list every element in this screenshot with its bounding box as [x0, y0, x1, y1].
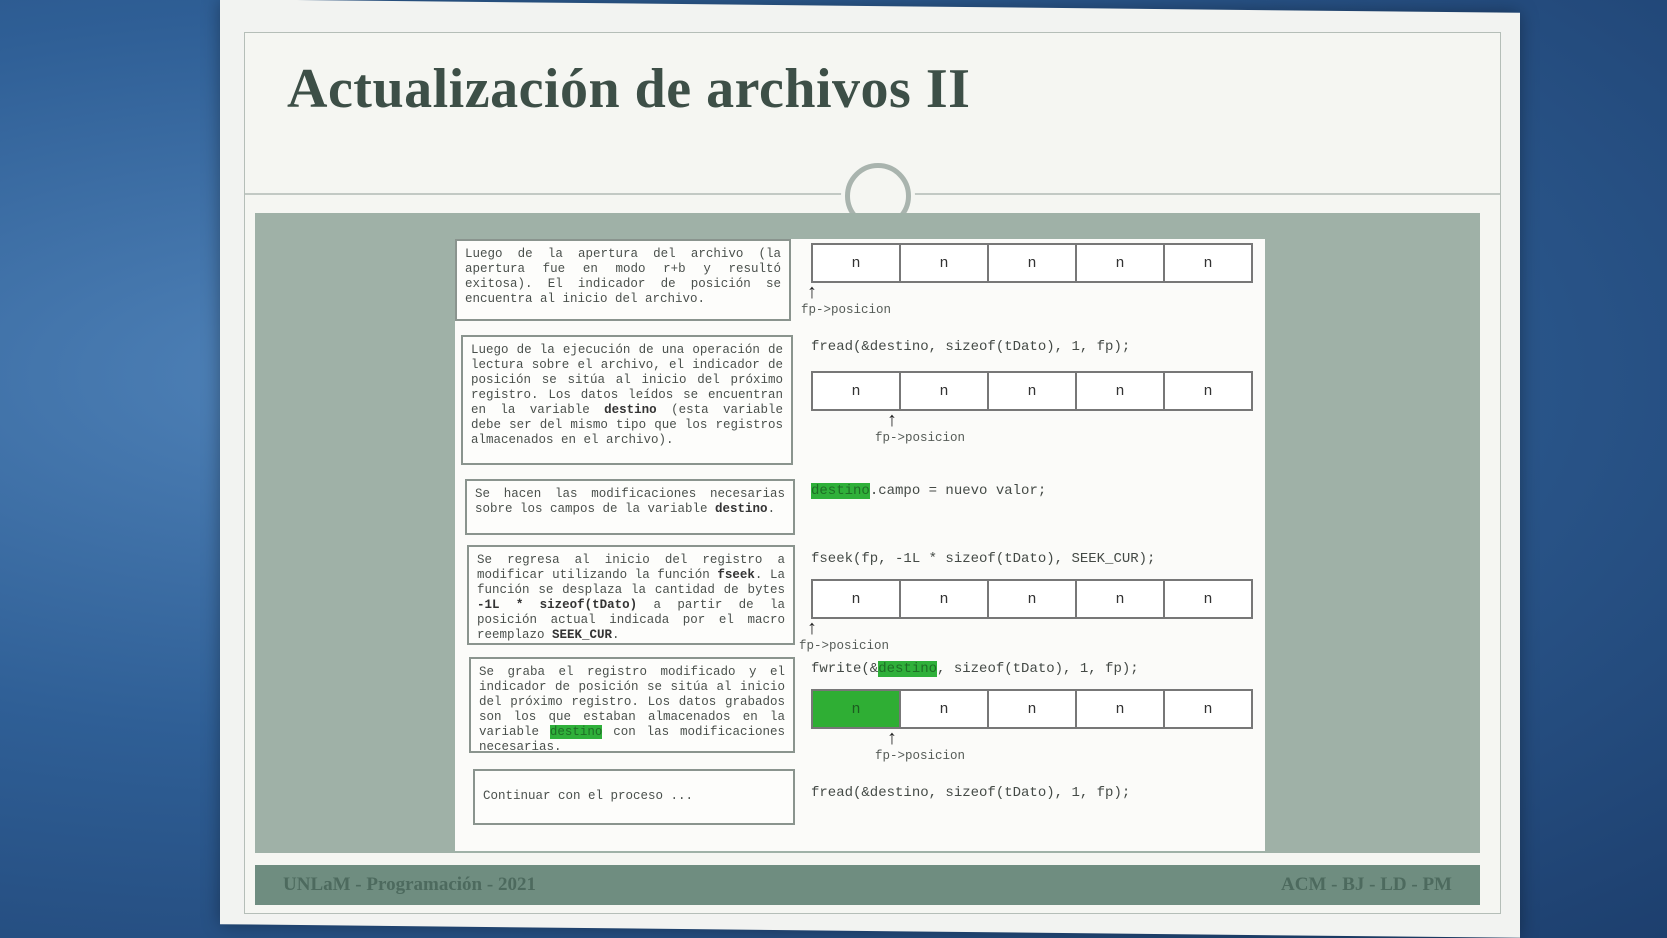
record-cell: n	[1203, 254, 1213, 272]
step-5-description: Se graba el registro modificado y el ind…	[469, 657, 795, 754]
record-cell: n	[1077, 373, 1165, 409]
record-cell: n	[989, 373, 1077, 409]
step-2-record-cells: n n n n n	[811, 371, 1253, 411]
destino-highlight: destino	[878, 661, 938, 677]
fp-position-label: fp->posicion	[799, 639, 890, 653]
position-arrow-icon: ↑	[887, 409, 897, 431]
step-5-code: fwrite(&destino, sizeof(tDato), 1, fp);	[811, 661, 1139, 677]
record-cell: n	[989, 691, 1077, 727]
step-6-code: fread(&destino, sizeof(tDato), 1, fp);	[811, 785, 1131, 801]
step-1-description: Luego de la apertura del archivo (la ape…	[455, 239, 791, 321]
step-4-description: Se regresa al inicio del registro a modi…	[467, 545, 795, 645]
step-3-code-text: .campo = nuevo valor;	[869, 483, 1047, 499]
slide-footer: UNLaM - Programación - 2021 ACM - BJ - L…	[255, 865, 1480, 905]
step-3-description: Se hacen las modificaciones necesarias s…	[465, 479, 795, 535]
record-cell: n	[1077, 245, 1165, 281]
record-cell: n	[901, 691, 989, 727]
step-4-code: fseek(fp, -1L * sizeof(tDato), SEEK_CUR)…	[811, 551, 1156, 567]
content-area: Luego de la apertura del archivo (la ape…	[255, 213, 1480, 853]
record-cell: n	[901, 245, 989, 281]
step-6-description: Continuar con el proceso ...	[473, 769, 795, 825]
step-2-code: fread(&destino, sizeof(tDato), 1, fp);	[811, 339, 1131, 355]
slide: Actualización de archivos II Luego de la…	[244, 32, 1501, 914]
step-1-record-cells: n n n n n	[811, 243, 1253, 283]
step-4-record-cells: n n n n n	[811, 579, 1253, 619]
record-cell: n	[1203, 590, 1213, 608]
record-cell: n	[989, 581, 1077, 617]
record-cell: n	[1203, 382, 1213, 400]
record-cell: n	[813, 373, 901, 409]
record-cell: n	[1077, 691, 1165, 727]
destino-highlight: destino	[811, 483, 870, 499]
step-5-code-prefix: fwrite(&	[811, 661, 879, 677]
record-cell: n	[1077, 581, 1165, 617]
record-cell: n	[813, 581, 901, 617]
fp-position-label: fp->posicion	[875, 749, 966, 763]
step-5-code-text: , sizeof(tDato), 1, fp);	[937, 661, 1139, 677]
position-arrow-icon: ↑	[887, 727, 897, 749]
footer-right: ACM - BJ - LD - PM	[1281, 874, 1452, 895]
position-arrow-icon: ↑	[807, 617, 817, 639]
record-cell-modified: n	[813, 691, 901, 727]
slide-title: Actualización de archivos II	[287, 58, 971, 120]
step-2-description: Luego de la ejecución de una operación d…	[461, 335, 793, 465]
step-5-record-cells: n n n n n	[811, 689, 1253, 729]
record-cell: n	[989, 245, 1077, 281]
content-panel: Luego de la apertura del archivo (la ape…	[455, 239, 1265, 851]
record-cell: n	[813, 245, 901, 281]
record-cell: n	[1203, 700, 1213, 718]
fp-position-label: fp->posicion	[801, 303, 892, 317]
footer-left: UNLaM - Programación - 2021	[283, 874, 536, 895]
record-cell: n	[901, 581, 989, 617]
step-3-code: destino.campo = nuevo valor;	[811, 483, 1046, 499]
position-arrow-icon: ↑	[807, 281, 817, 303]
fp-position-label: fp->posicion	[875, 431, 966, 445]
record-cell: n	[901, 373, 989, 409]
